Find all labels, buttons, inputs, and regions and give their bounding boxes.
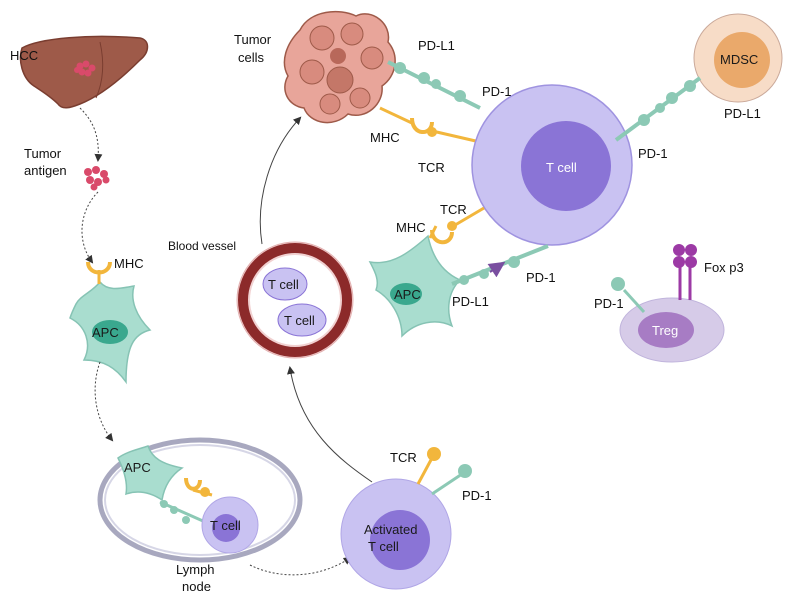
tcr-activated-label: TCR (390, 450, 417, 465)
mdsc-label: MDSC (720, 52, 758, 67)
flow-arrow (259, 116, 302, 245)
flow-arrow (249, 556, 352, 576)
tumor-antigen-icon (84, 166, 110, 191)
hcc-label: HCC (10, 48, 38, 63)
mhc-tcr-apc2-link (428, 206, 485, 245)
mdsc-cell (693, 13, 783, 103)
main-tcell (471, 84, 633, 246)
mhc-tumor-label: MHC (370, 130, 400, 145)
tcell-main-label: T cell (546, 160, 577, 175)
tumor-cells-label-2: cells (238, 50, 265, 65)
mhc-apc2-label: MHC (396, 220, 426, 235)
flow-arrow (79, 107, 103, 162)
pd1-mdsc-label: PD-1 (638, 146, 668, 161)
apc-left-label: APC (92, 325, 119, 340)
pdl1-pd1-mdsc-link (614, 76, 702, 142)
activated-tcell-label-2: T cell (368, 539, 399, 554)
treg-cell (611, 277, 725, 363)
blood-vessel-label: Blood vessel (168, 239, 236, 253)
pd1-treg-label: PD-1 (594, 296, 624, 311)
activated-tcell-label-1: Activated (364, 522, 417, 537)
apc-cell-right (368, 234, 462, 338)
mhc-receptor-icon (86, 261, 112, 284)
pd1-activated-label: PD-1 (462, 488, 492, 503)
tumor-antigen-label-1: Tumor (24, 146, 62, 161)
tcr-apc2-label: TCR (440, 202, 467, 217)
foxp3-icon (673, 244, 697, 300)
treg-label: Treg (652, 323, 678, 338)
tumor-spot-icon (74, 60, 96, 77)
mhc-tcr-tumor-link (379, 106, 481, 144)
pdl1-pd1-apc2-link (451, 244, 549, 286)
tumor-antigen-label-2: antigen (24, 163, 67, 178)
pdl1-tumor-label: PD-L1 (418, 38, 455, 53)
blood-vessel (236, 241, 354, 359)
apc-2-label: APC (394, 287, 421, 302)
vessel-tcell-label-2: T cell (284, 313, 315, 328)
tcr-tumor-label: TCR (418, 160, 445, 175)
pdl1-mdsc-label: PD-L1 (724, 106, 761, 121)
flow-arrow (81, 191, 99, 264)
flow-arrow (94, 361, 114, 442)
tcell-node-label: T cell (210, 518, 241, 533)
activated-tcell (340, 447, 472, 590)
apc-node-label: APC (124, 460, 151, 475)
tumor-cells-icon (283, 10, 396, 124)
mhc-left-label: MHC (114, 256, 144, 271)
pd1-apc2-label: PD-1 (526, 270, 556, 285)
foxp3-label: Fox p3 (704, 260, 744, 275)
lymph-node-label-1: Lymph (176, 562, 215, 577)
pd1-tumor-label: PD-1 (482, 84, 512, 99)
flow-arrow (287, 366, 373, 483)
lymph-node (97, 437, 303, 563)
lymph-node-label-2: node (182, 579, 211, 594)
pdl1-pd1-tumor-link (387, 60, 481, 110)
tumor-cells-label-1: Tumor (234, 32, 272, 47)
vessel-tcell-label-1: T cell (268, 277, 299, 292)
pdl1-apc2-label: PD-L1 (452, 294, 489, 309)
apc-cell-left (69, 280, 152, 385)
liver-icon (19, 35, 149, 109)
